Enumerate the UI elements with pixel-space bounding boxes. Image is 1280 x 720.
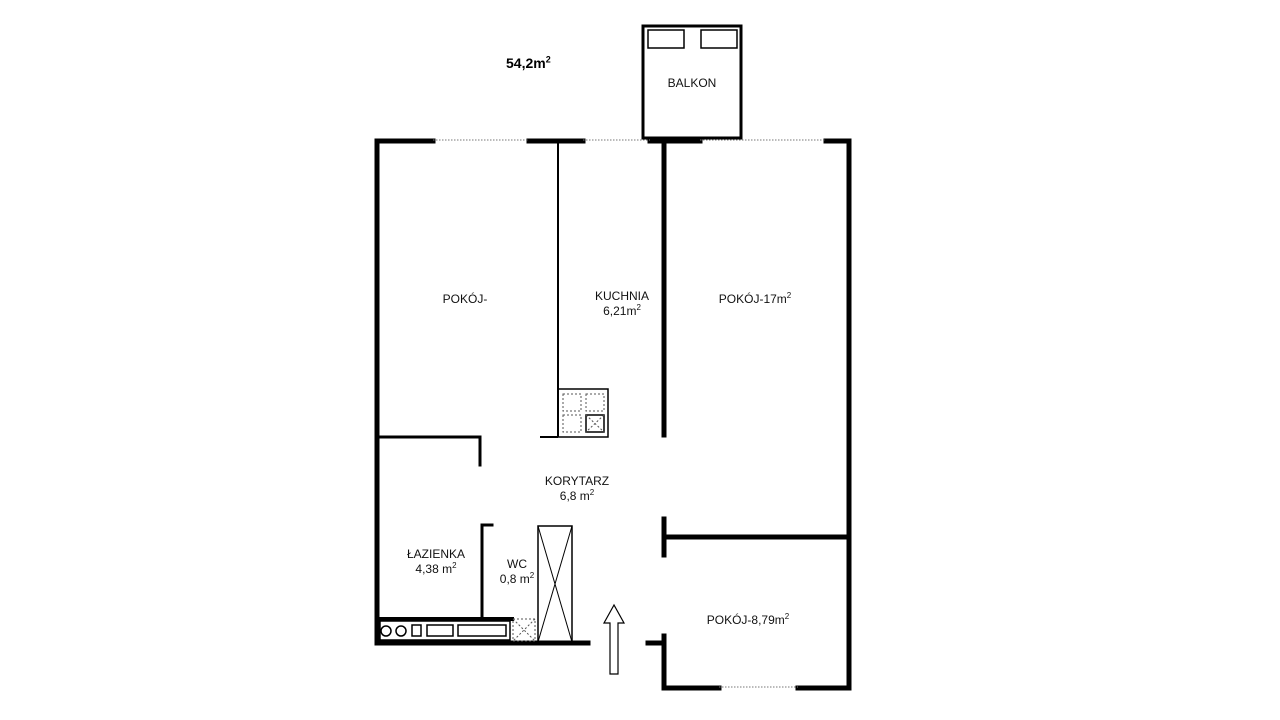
balcony — [641, 24, 743, 140]
room-kuchnia-area: 6,21m2 — [603, 303, 641, 319]
room-lazienka-area: 4,38 m2 — [415, 561, 457, 577]
total-area: 54,2m2 — [506, 54, 551, 71]
interior-walls — [375, 141, 559, 621]
room-pokoj-a-name: POKÓJ- — [442, 292, 488, 306]
room-wc: WC 0,8 m2 — [490, 557, 544, 587]
room-balkon-name: BALKON — [667, 76, 717, 90]
room-wc-name: WC — [507, 557, 527, 571]
bathroom-fixtures — [379, 618, 536, 642]
room-lazienka: ŁAZIENKA 4,38 m2 — [396, 547, 476, 577]
entrance-arrow-icon — [602, 603, 626, 675]
room-pokoj-c: POKÓJ-8,79m2 — [706, 612, 790, 628]
room-korytarz-area: 6,8 m2 — [559, 488, 595, 504]
room-korytarz: KORYTARZ 6,8 m2 — [537, 474, 617, 504]
kitchen-counter — [557, 388, 609, 438]
room-kuchnia: KUCHNIA 6,21m2 — [582, 289, 662, 319]
room-pokoj-b: POKÓJ-17m2 — [718, 291, 792, 307]
room-balkon: BALKON — [652, 76, 732, 91]
room-korytarz-name: KORYTARZ — [544, 474, 610, 488]
room-pokoj-a: POKÓJ- — [425, 292, 505, 307]
windows — [433, 139, 826, 688]
room-wc-area: 0,8 m2 — [499, 571, 535, 587]
room-lazienka-name: ŁAZIENKA — [406, 547, 466, 561]
room-kuchnia-name: KUCHNIA — [594, 289, 649, 303]
walls — [374, 138, 852, 691]
wardrobe — [537, 525, 573, 643]
